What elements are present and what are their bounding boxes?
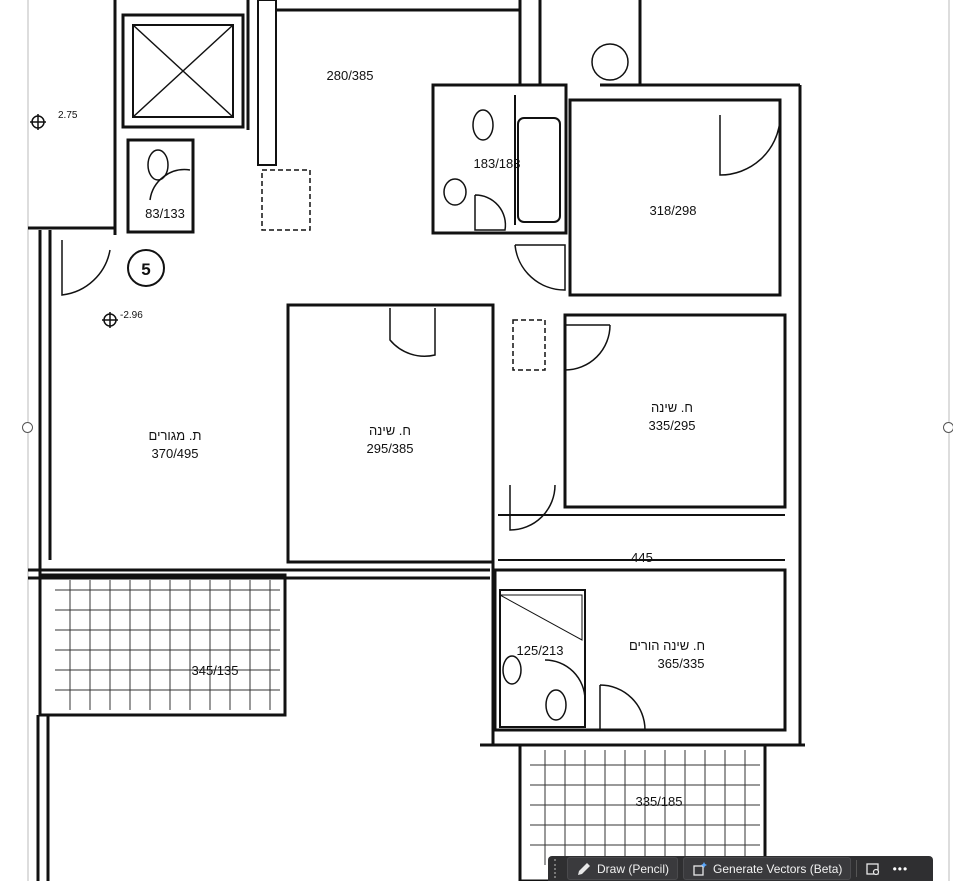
- draw-pencil-label: Draw (Pencil): [597, 861, 670, 876]
- bath-dim: 183/183: [474, 156, 521, 171]
- resize-handle-right[interactable]: [943, 422, 953, 433]
- door-swings: [61, 115, 781, 731]
- bedroom2-dim: 335/295: [649, 418, 696, 433]
- living-label: ת. מגורים: [149, 428, 202, 443]
- floating-toolbar: Draw (Pencil) Generate Vectors (Beta) ••…: [548, 856, 933, 881]
- wc-dim: 83/133: [145, 206, 185, 221]
- span-dim: 445: [631, 550, 653, 565]
- master-dim: 365/335: [658, 656, 705, 671]
- living-dim: 370/495: [152, 446, 199, 461]
- draw-pencil-button[interactable]: Draw (Pencil): [567, 857, 679, 880]
- generate-vectors-label: Generate Vectors (Beta): [713, 861, 843, 876]
- generate-vectors-button[interactable]: Generate Vectors (Beta): [683, 857, 852, 880]
- vectors-sparkle-icon: [693, 861, 708, 876]
- balcony-tiles: [55, 580, 760, 865]
- master-label: ח. שינה הורים: [629, 638, 705, 653]
- balcony2-dim: 335/185: [636, 794, 683, 809]
- resize-handle-left[interactable]: [22, 422, 33, 433]
- image-settings-icon: [866, 862, 880, 875]
- elevation-label-1: 2.75: [58, 110, 78, 121]
- storage-dim: 318/298: [650, 203, 697, 218]
- unit-number: 5: [141, 260, 150, 279]
- kitchen-dim: 280/385: [327, 68, 374, 83]
- balcony1-dim: 345/135: [192, 663, 239, 678]
- drag-grip-icon[interactable]: [554, 859, 560, 878]
- more-options-icon: •••: [892, 861, 909, 876]
- image-settings-button[interactable]: [862, 858, 884, 879]
- ensuite-dim: 125/213: [517, 643, 564, 658]
- bedroom1-dim: 295/385: [367, 441, 414, 456]
- pencil-icon: [578, 862, 590, 875]
- more-options-button[interactable]: •••: [889, 858, 911, 879]
- elevation-label-2: -2.96: [120, 310, 143, 321]
- bedroom1-label: ח. שינה: [369, 423, 411, 438]
- toolbar-divider: [856, 860, 858, 877]
- walls: [28, 0, 805, 883]
- elevation-markers: [30, 114, 165, 328]
- fixtures: [147, 43, 629, 721]
- bedroom2-label: ח. שינה: [651, 400, 693, 415]
